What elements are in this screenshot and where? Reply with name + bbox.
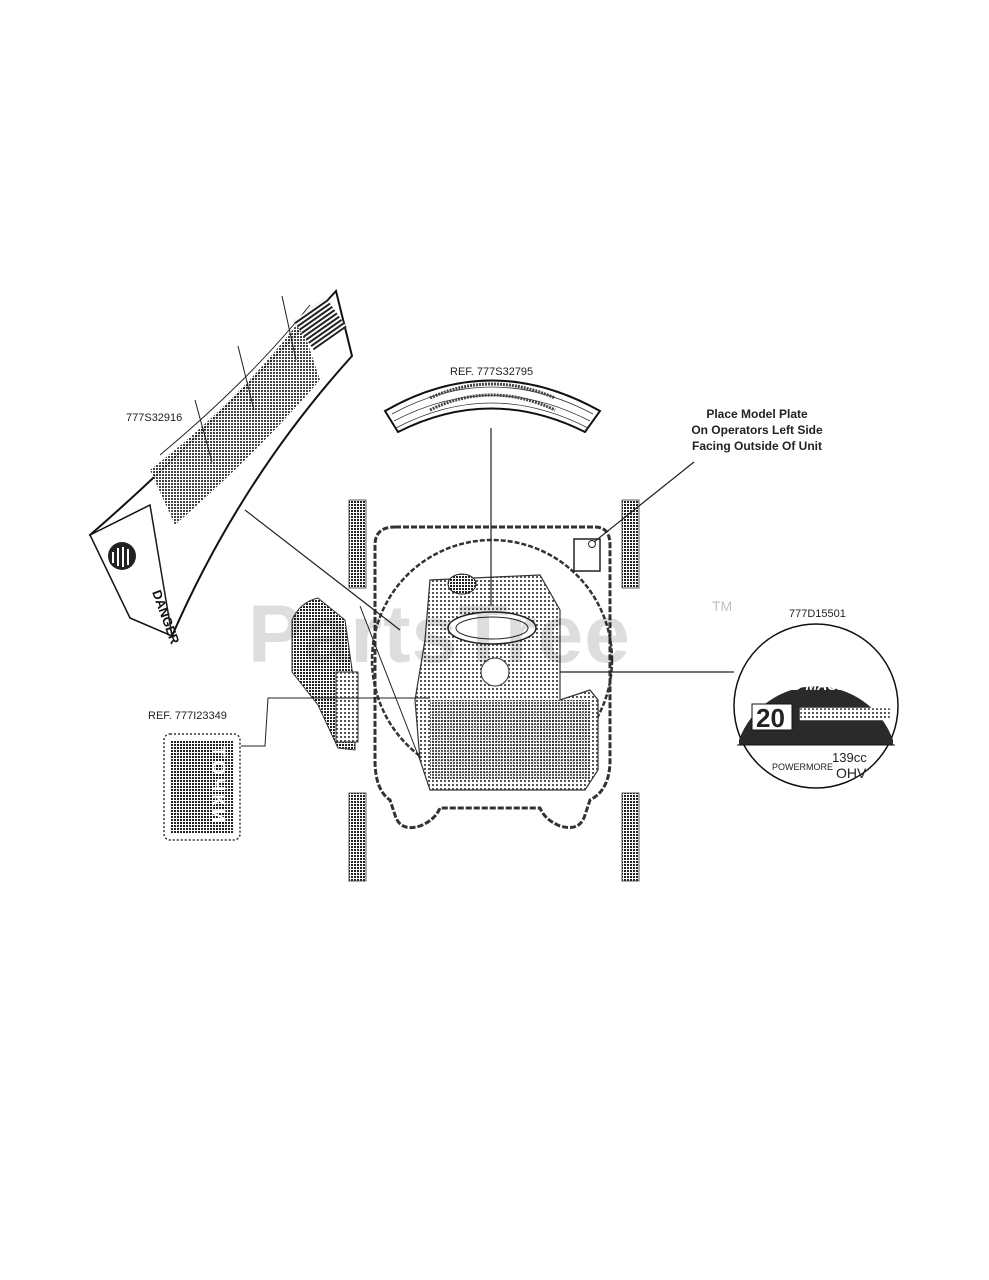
partstree-watermark: PartsTree [248,589,631,680]
mower-deck-outline [373,525,612,830]
engine-brand-text: POWERMORE [772,762,833,772]
label-777s32916: 777S32916 [126,412,183,424]
leader-777i23349 [241,697,430,747]
label-ref-777i23349: REF. 777I23349 [148,710,227,722]
model-plate-line-1: Place Model Plate [706,407,808,421]
leader-777s32916 [244,509,401,631]
wheel-front-right [621,499,640,589]
label-ref-777s32795: REF. 777S32795 [450,366,534,378]
model-plate-location [573,538,601,572]
displacement-text: 139cc [832,750,867,765]
model-plate-line-3: Facing Outside Of Unit [691,439,822,453]
size-text: 20 [756,703,785,733]
trademark-symbol: TM [712,598,733,614]
brand-text: YARD MACHINES [763,677,881,693]
handle-bracket [335,671,359,743]
choke-text: ТОЧКИ [207,746,228,826]
decal-777s32916: DANGER [88,288,354,647]
decal-777i23349: ТОЧКИ [163,733,241,841]
engine-type-text: OHV [836,765,867,781]
label-model-plate: Place Model Plate On Operators Left Side… [672,406,842,454]
leader-777s32916-b [359,605,421,761]
model-plate-line-2: On Operators Left Side [691,423,823,437]
leader-model-plate [593,461,695,543]
hand-warning-icon [108,542,136,570]
deck-circle [370,538,614,782]
wheel-rear-right [621,792,640,882]
wheel-front-left [348,499,367,589]
label-777d15501: 777D15501 [789,608,846,620]
wheel-rear-left [348,792,367,882]
engine [414,573,599,791]
decal-777d15501: YARD MACHINES 20 POWERMORE 139cc OHV [733,623,899,789]
decal-777s32795 [383,379,602,434]
